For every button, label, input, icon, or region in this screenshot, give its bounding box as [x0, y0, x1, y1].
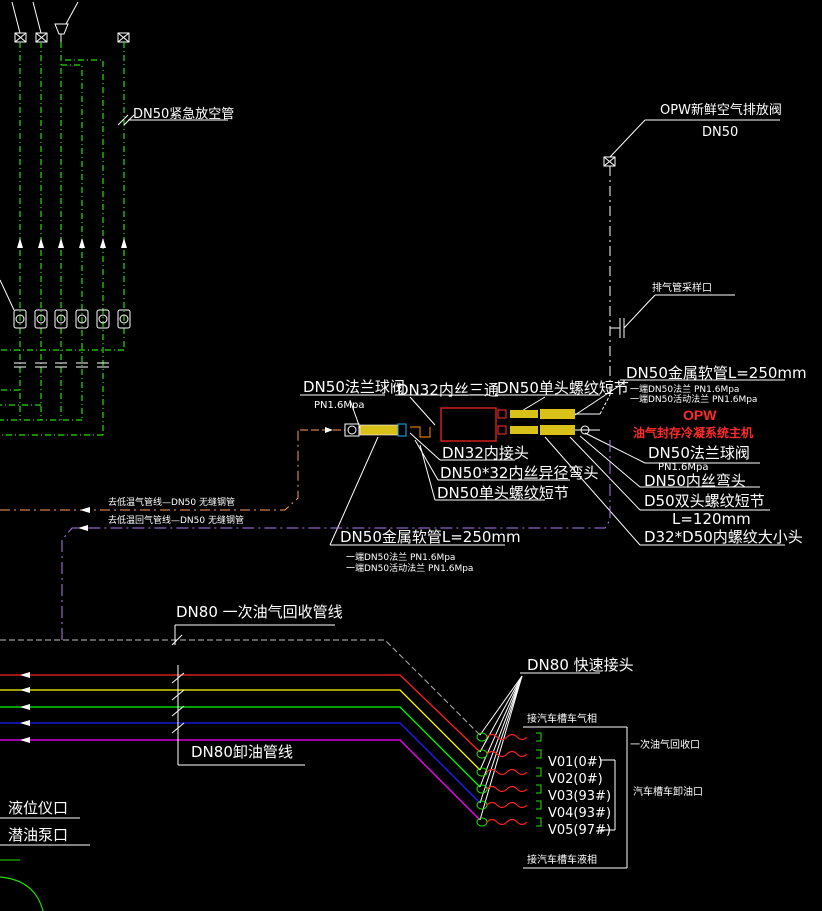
- label-flange-ball-valve: DN50法兰球阀: [303, 378, 405, 396]
- vent-caps: [11, 1, 130, 43]
- label-single-nipple-bottom: DN50单头螺纹短节: [437, 484, 569, 502]
- sampling-port: [610, 294, 735, 338]
- dn50-vent-leader: [117, 114, 228, 126]
- label-valve-v05: V05(97#): [548, 823, 611, 838]
- end-caps: [536, 732, 542, 827]
- arrow-purple: [78, 525, 88, 531]
- leader-lines-top: [300, 379, 785, 429]
- label-hose-note-1: 一端DN50法兰 PN1.6Mpa: [630, 383, 739, 395]
- label-truck-unloading-port: 汽车槽车卸油口: [633, 785, 703, 798]
- label-valve-v04: V04(93#): [548, 806, 611, 821]
- label-exhaust-sampling: 排气管采样口: [652, 281, 712, 294]
- label-dn32-inner-joint: DN32内接头: [442, 444, 529, 462]
- label-vapor-recovery-line: DN80 一次油气回收管线: [176, 603, 343, 621]
- label-quick-coupler: DN80 快速接头: [527, 656, 634, 674]
- label-metal-hose-top: DN50金属软管L=250mm: [626, 364, 807, 382]
- tank-outline: [0, 876, 44, 911]
- label-return-pipe-1: 去低温气管线—DN50 无缝钢管: [108, 496, 235, 508]
- label-submersible-pump: 潜油泵口: [8, 826, 68, 844]
- label-opw-brand: OPW: [683, 407, 717, 423]
- opw-vent-valve: [603, 119, 780, 167]
- vapor-recovery-line: [0, 624, 481, 736]
- label-valve-v03: V03(93#): [548, 789, 611, 804]
- pipe-assembly: [300, 394, 611, 442]
- label-level-gauge: 液位仪口: [8, 799, 68, 817]
- unloading-arrows: [20, 672, 30, 743]
- label-metal-hose-bottom: DN50金属软管L=250mm: [340, 528, 521, 546]
- return-pipe-orange: [0, 430, 299, 511]
- label-return-pipe-2: 去低温回气管线—DN50 无缝钢管: [108, 514, 244, 526]
- label-truck-vapor-phase: 接汽车槽车气相: [527, 712, 597, 725]
- label-valve-v01: V01(0#): [548, 755, 603, 770]
- label-nipple-length: L=120mm: [672, 510, 751, 528]
- label-reducer-joint: DN50*32内丝异径弯头: [440, 464, 598, 482]
- flame-arresters: [0, 279, 131, 368]
- label-dn50-emergency-vent: DN50紧急放空管: [133, 107, 234, 122]
- label-hose-note-2: 一端DN50活动法兰 PN1.6Mpa: [630, 393, 757, 405]
- phase-box: [523, 726, 628, 869]
- label-truck-liquid-phase: 接汽车槽车液相: [527, 853, 597, 866]
- red-hoses: [486, 733, 528, 826]
- label-flange-ball-valve-right: DN50法兰球阀: [648, 444, 750, 462]
- label-primary-vapor-port: 一次油气回收口: [630, 738, 700, 751]
- label-opw-vent-size: DN50: [702, 125, 738, 140]
- leader-lines-bottom: [329, 432, 785, 546]
- label-opw-vent-valve: OPW新鲜空气排放阀: [660, 102, 782, 118]
- label-flange-ball-valve-pn: PN1.6Mpa: [314, 400, 365, 411]
- label-dn32-tee: DN32内丝三通: [397, 381, 499, 399]
- bottom-left-underlines: [0, 817, 90, 846]
- unloading-bracket: [171, 665, 305, 766]
- unloading-lines: [0, 674, 481, 821]
- label-flange-ball-valve-right-pn: PN1.6Mpa: [658, 462, 709, 473]
- return-pipe-purple: [61, 436, 611, 640]
- label-unloading-line: DN80卸油管线: [191, 743, 293, 761]
- label-hose-note-4: 一端DN50活动法兰 PN1.6Mpa: [346, 562, 473, 574]
- label-hose-note-3: 一端DN50法兰 PN1.6Mpa: [346, 551, 455, 563]
- label-reducer: D32*D50内螺纹大小头: [644, 528, 803, 546]
- label-opw-unit: 油气封存冷凝系统主机: [633, 425, 753, 440]
- label-double-nipple: D50双头螺纹短节: [644, 492, 765, 510]
- label-single-nipple-top: DN50单头螺纹短节: [497, 379, 629, 397]
- arrow-orange: [80, 507, 90, 513]
- arrow-markers-green: [17, 238, 127, 248]
- label-inner-elbow: DN50内丝弯头: [644, 472, 746, 490]
- green-vent-lines: [0, 42, 125, 436]
- label-valve-v02: V02(0#): [548, 772, 603, 787]
